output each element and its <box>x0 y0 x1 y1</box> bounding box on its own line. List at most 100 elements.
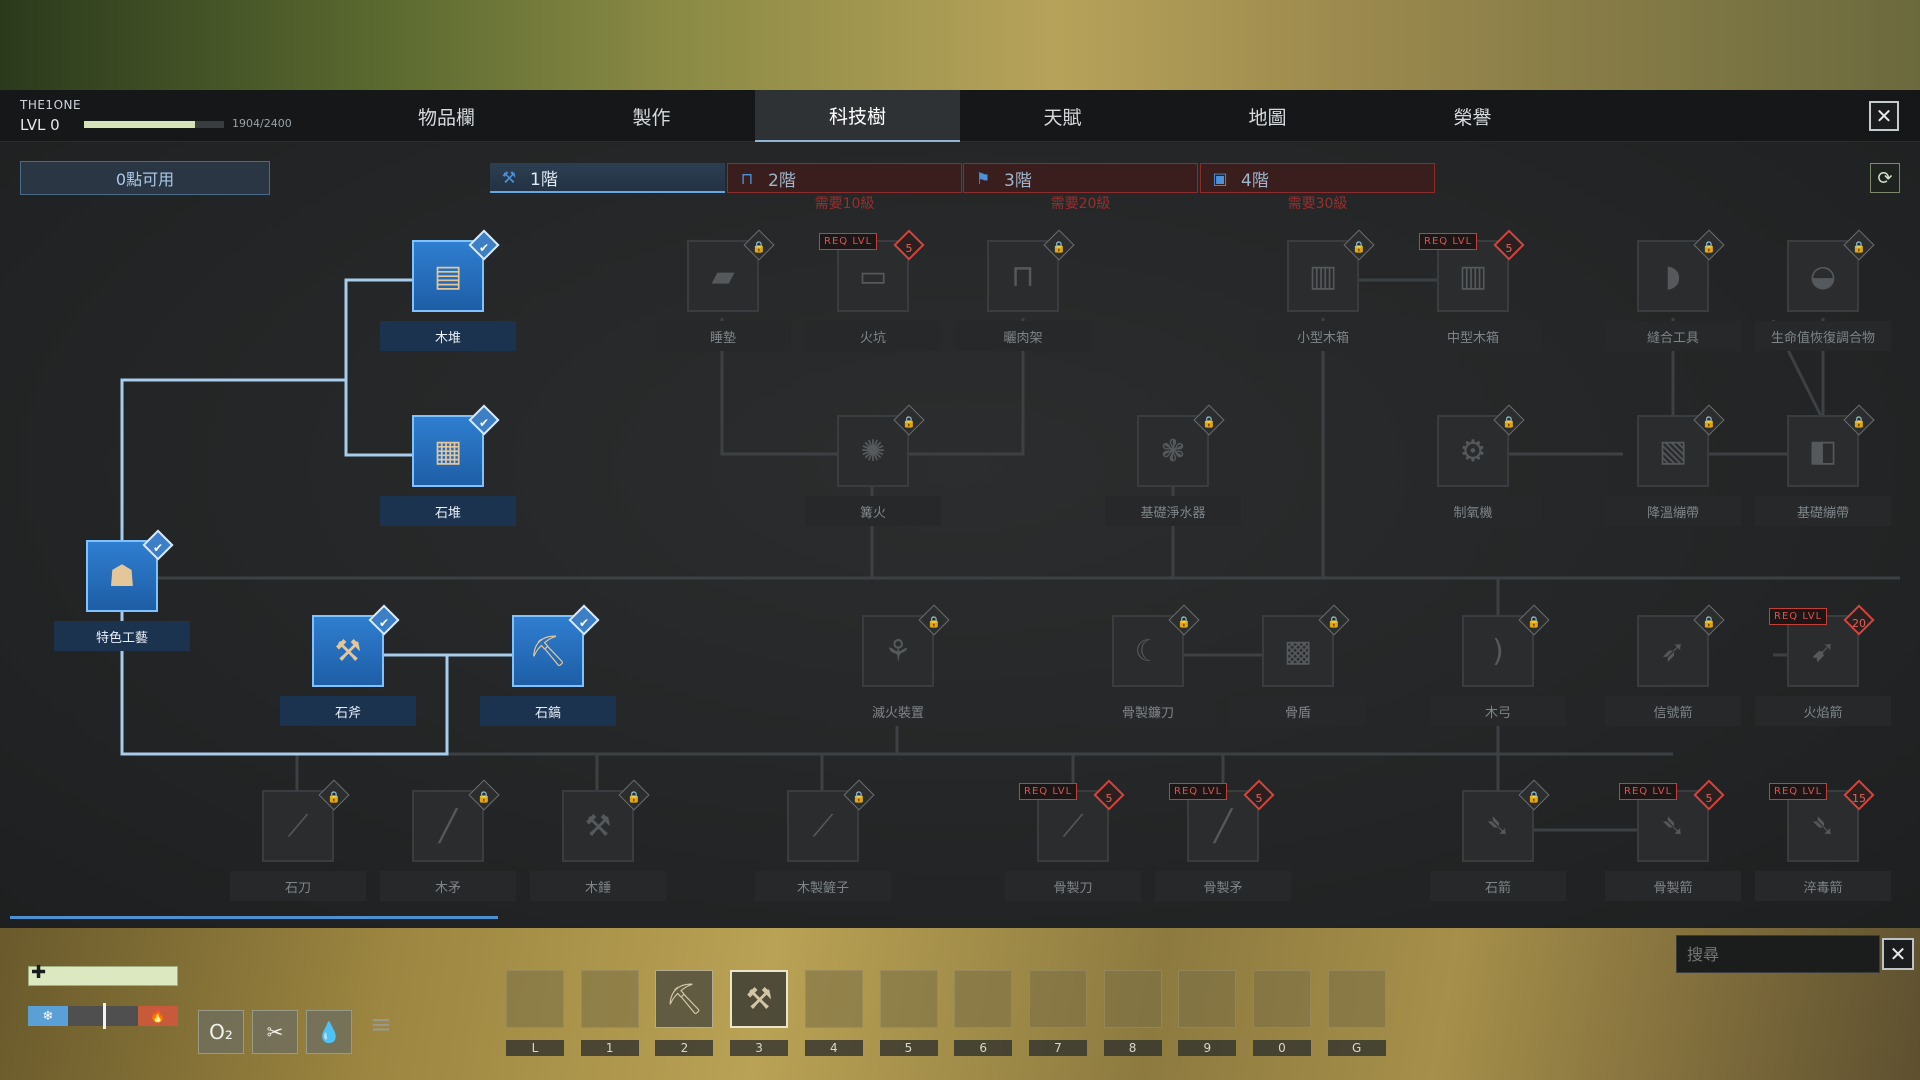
hotbar-slot-4[interactable] <box>804 970 863 1028</box>
hotbar-slot-0[interactable] <box>1253 970 1311 1028</box>
tech-node-icon-box: ▥ <box>1287 240 1359 312</box>
hotbar-slot-1[interactable] <box>580 970 639 1028</box>
hotbar-key-label: 9 <box>1178 1040 1237 1056</box>
tech-node-woodpile[interactable]: ▤✔木堆 <box>380 229 516 360</box>
signalarrow-icon: ➶ <box>1660 633 1686 669</box>
tech-node-label: 木堆 <box>380 321 516 351</box>
refresh-icon: ⟳ <box>1877 167 1893 189</box>
tech-node-icon-box: ◧ <box>1787 415 1859 487</box>
medbox-icon: ▥ <box>1458 258 1488 294</box>
woodbow-icon: ) <box>1492 633 1504 669</box>
tool-icon: ⛏ <box>665 981 704 1017</box>
tier-4-tab[interactable]: ▣ 4階 <box>1200 163 1435 193</box>
food-icon: ✂ <box>252 1010 298 1054</box>
coolbandage-icon: ▧ <box>1658 433 1688 469</box>
hotbar-slot-2[interactable]: ⛏ <box>655 970 714 1028</box>
tech-node-icon-box: ▤ <box>412 240 484 312</box>
tech-node-stoneknife[interactable]: ⟋🔒石刀 <box>230 779 366 910</box>
chest-icon: ▣ <box>1212 168 1228 188</box>
req-level-tag: REQ LVL <box>1019 783 1078 800</box>
tech-node-label: 信號箭 <box>1605 696 1741 726</box>
tech-node-stonepile[interactable]: ▦✔石堆 <box>380 404 516 535</box>
close-button[interactable]: ✕ <box>1869 101 1899 131</box>
tech-node-icon-box: ✺ <box>837 415 909 487</box>
tech-node-campfire[interactable]: ✺🔒篝火 <box>805 404 941 535</box>
water-icon: 💧 <box>306 1010 352 1054</box>
tech-node-label: 骨製鐮刀 <box>1080 696 1216 726</box>
tech-node-woodspear[interactable]: ╱🔒木矛 <box>380 779 516 910</box>
tech-node-basicbandage[interactable]: ◧🔒 基礎繃帶 <box>1755 404 1891 535</box>
tech-node-woodbow[interactable]: )🔒木弓 <box>1430 604 1566 735</box>
bonespear-icon: ╱ <box>1213 808 1233 844</box>
menu-lines-icon: ≡ <box>370 1010 392 1040</box>
tech-node-label: 基礎繃帶 <box>1755 496 1891 526</box>
lock-icon: 🔒 <box>327 789 341 803</box>
tech-node-icon-box: ⚒ <box>312 615 384 687</box>
search-input[interactable] <box>1676 935 1880 973</box>
tech-node-bonesickle[interactable]: ☾🔒骨製鐮刀 <box>1080 604 1216 735</box>
tech-node-suturetool[interactable]: ◗🔒縫合工具 <box>1605 229 1741 360</box>
tech-node-icon-box: ⟋ <box>1037 790 1109 862</box>
hotbar-key-label: 7 <box>1028 1040 1087 1056</box>
tab-honors[interactable]: 榮譽 <box>1453 106 1492 129</box>
hotbar-slot-7[interactable] <box>1028 970 1087 1028</box>
tech-node-signalarrow[interactable]: ➶🔒信號箭 <box>1605 604 1741 735</box>
tech-node-stonearrow[interactable]: ➴🔒石箭 <box>1430 779 1566 910</box>
tab-crafting[interactable]: 製作 <box>632 106 671 129</box>
tech-node-waterpurifier[interactable]: ❃🔒基礎淨水器 <box>1105 404 1241 535</box>
tier-2-tab[interactable]: ⊓ 2階 <box>727 163 962 193</box>
tier-3-tab[interactable]: ⚑ 3階 <box>963 163 1198 193</box>
tech-node-stonepick[interactable]: ⛏✔石鎬 <box>480 604 616 735</box>
tech-node-stoneaxe[interactable]: ⚒✔石斧 <box>280 604 416 735</box>
tech-node-woodtongs[interactable]: ⟋🔒木製鏟子 <box>755 779 891 910</box>
tech-node-boneshield[interactable]: ▩🔒骨盾 <box>1230 604 1366 735</box>
tech-node-extinguisher[interactable]: ⚘🔒滅火裝置 <box>830 604 966 735</box>
hotbar-slot-8[interactable] <box>1103 970 1162 1028</box>
tab-map[interactable]: 地圖 <box>1248 106 1287 129</box>
tech-node-icon-box: ➶ <box>1637 615 1709 687</box>
health-bar <box>28 966 178 986</box>
required-level: 20 <box>1852 616 1866 630</box>
tech-node-dryingrack[interactable]: ⊓🔒曬肉架 <box>955 229 1091 360</box>
tech-node-lifecompound[interactable]: ◒🔒生命值恢復調合物 <box>1755 229 1891 360</box>
search-clear-button[interactable]: ✕ <box>1882 938 1914 970</box>
hotbar-slot-3[interactable]: ⚒ <box>730 970 789 1028</box>
tech-node-smallbox[interactable]: ▥🔒小型木箱 <box>1255 229 1391 360</box>
lock-icon: 🔒 <box>1177 614 1191 628</box>
lock-icon: 🔒 <box>852 789 866 803</box>
tech-node-coolbandage[interactable]: ▧🔒降溫繃帶 <box>1605 404 1741 535</box>
tier-1-tab[interactable]: ⚒ 1階 <box>490 163 725 193</box>
health-icon: ✚ <box>31 962 47 983</box>
woodhammer-icon: ⚒ <box>584 808 612 844</box>
tab-tech-tree[interactable]: 科技樹 <box>755 90 960 142</box>
campfire-icon: ✺ <box>860 433 886 469</box>
tech-node-oxygenator[interactable]: ⚙🔒制氧機 <box>1405 404 1541 535</box>
tech-node-icon-box: ☗ <box>86 540 158 612</box>
hotbar-slot-L[interactable] <box>506 970 564 1028</box>
tab-inventory[interactable]: 物品欄 <box>417 106 475 129</box>
lock-icon: 🔒 <box>477 789 491 803</box>
tech-node-bedroll[interactable]: ▰🔒睡墊 <box>655 229 791 360</box>
tier-2-requirement: 需要10級 <box>814 196 875 212</box>
hotbar-slot-6[interactable] <box>954 970 1013 1028</box>
hotbar-slot-G[interactable] <box>1327 970 1386 1028</box>
tech-node-woodhammer[interactable]: ⚒🔒木錘 <box>530 779 666 910</box>
refresh-button[interactable]: ⟳ <box>1870 163 1900 193</box>
boneknife-icon: ⟋ <box>1062 808 1084 844</box>
tree-scrollbar[interactable] <box>10 916 498 919</box>
tech-node-icon-box: ▩ <box>1262 615 1334 687</box>
points-available: 0點可用 <box>20 161 270 195</box>
xp-bar <box>84 121 224 128</box>
tech-node-special[interactable]: ☗✔特色工藝 <box>54 529 190 660</box>
tab-talents[interactable]: 天賦 <box>1043 106 1082 129</box>
hotbar-slot-9[interactable] <box>1178 970 1237 1028</box>
lock-icon: 🔒 <box>1852 414 1866 428</box>
hotbar-slot-5[interactable] <box>879 970 938 1028</box>
